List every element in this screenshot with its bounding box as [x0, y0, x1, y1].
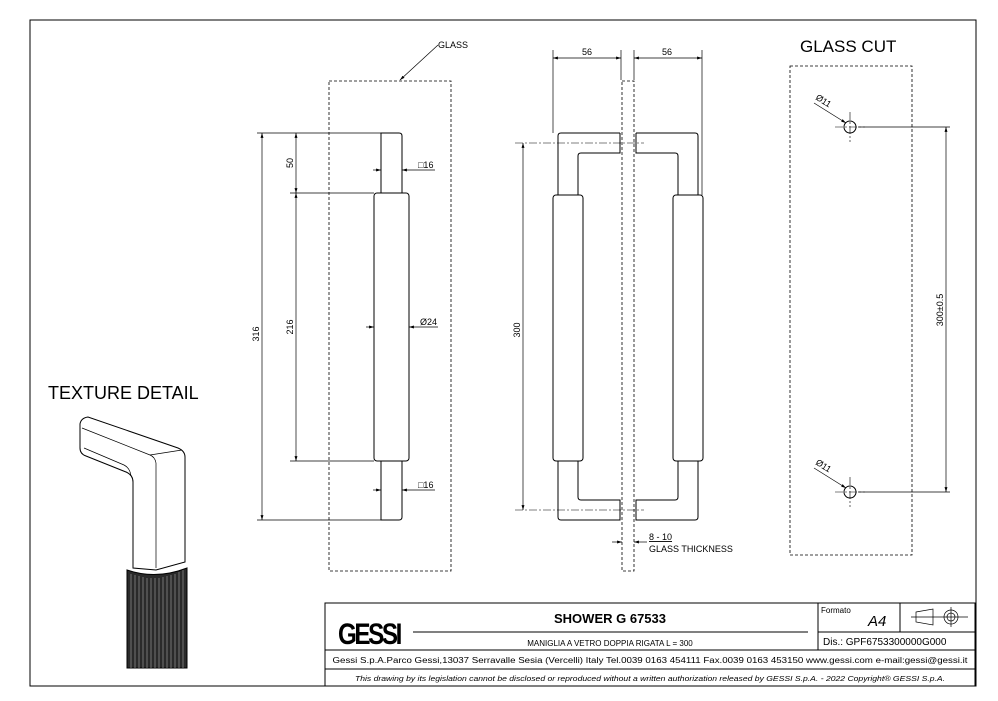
product-description: MANIGLIA A VETRO DOPPIA RIGATA L = 300 — [527, 639, 693, 648]
texture-detail-title: TEXTURE DETAIL — [48, 383, 199, 403]
dim-center-distance: 300 — [512, 322, 522, 337]
dim-diameter: Ø24 — [420, 317, 437, 327]
title-block: GESSI SHOWER G 67533 MANIGLIA A VETRO DO… — [324, 602, 976, 687]
left-handle — [557, 132, 621, 195]
dim-square-top: □16 — [418, 160, 433, 170]
dim-left-depth: 56 — [582, 47, 592, 57]
glass-section — [621, 80, 635, 572]
copyright-notice: This drawing by its legislation cannot b… — [355, 674, 945, 683]
hole-top-diameter: Ø11 — [814, 92, 833, 109]
format-label: Formato — [821, 606, 851, 615]
side-view: GLASS 316 216 50 □16 Ø24 □16 — [251, 40, 468, 572]
company-info: Gessi S.p.A.Parco Gessi,13037 Serravalle… — [333, 656, 969, 665]
glass-thickness-label: GLASS THICKNESS — [649, 544, 733, 554]
dim-square-bottom: □16 — [418, 480, 433, 490]
product-name: SHOWER G 67533 — [554, 611, 666, 626]
gessi-logo: GESSI — [338, 618, 401, 651]
dim-cap-length: 50 — [285, 158, 295, 168]
dim-total-length: 316 — [251, 326, 261, 341]
projection-symbol-icon — [911, 607, 968, 627]
handle-grip — [373, 192, 410, 462]
glass-cut-outline — [789, 65, 913, 556]
glass-cut-title: GLASS CUT — [800, 37, 896, 56]
hole-bottom-diameter: Ø11 — [814, 457, 833, 474]
dim-right-depth: 56 — [662, 47, 672, 57]
front-view: 300 56 56 8 - 10 GLASS THICKNESS — [512, 47, 733, 572]
dim-grip-length: 216 — [285, 319, 295, 334]
texture-detail: TEXTURE DETAIL — [48, 383, 199, 669]
glass-cut-view: GLASS CUT Ø11 Ø11 300±0.5 — [789, 37, 950, 556]
right-handle — [635, 132, 699, 195]
handle-bottom-cap — [380, 461, 403, 521]
glass-panel-outline — [328, 80, 452, 572]
format-value: A4 — [867, 613, 886, 630]
handle-top-cap — [380, 132, 403, 193]
glass-label: GLASS — [438, 40, 468, 50]
drawing-number: Dis.: GPF6753300000G000 — [823, 637, 947, 648]
hole-spacing: 300±0.5 — [935, 294, 945, 326]
glass-thickness-value: 8 - 10 — [649, 532, 672, 542]
